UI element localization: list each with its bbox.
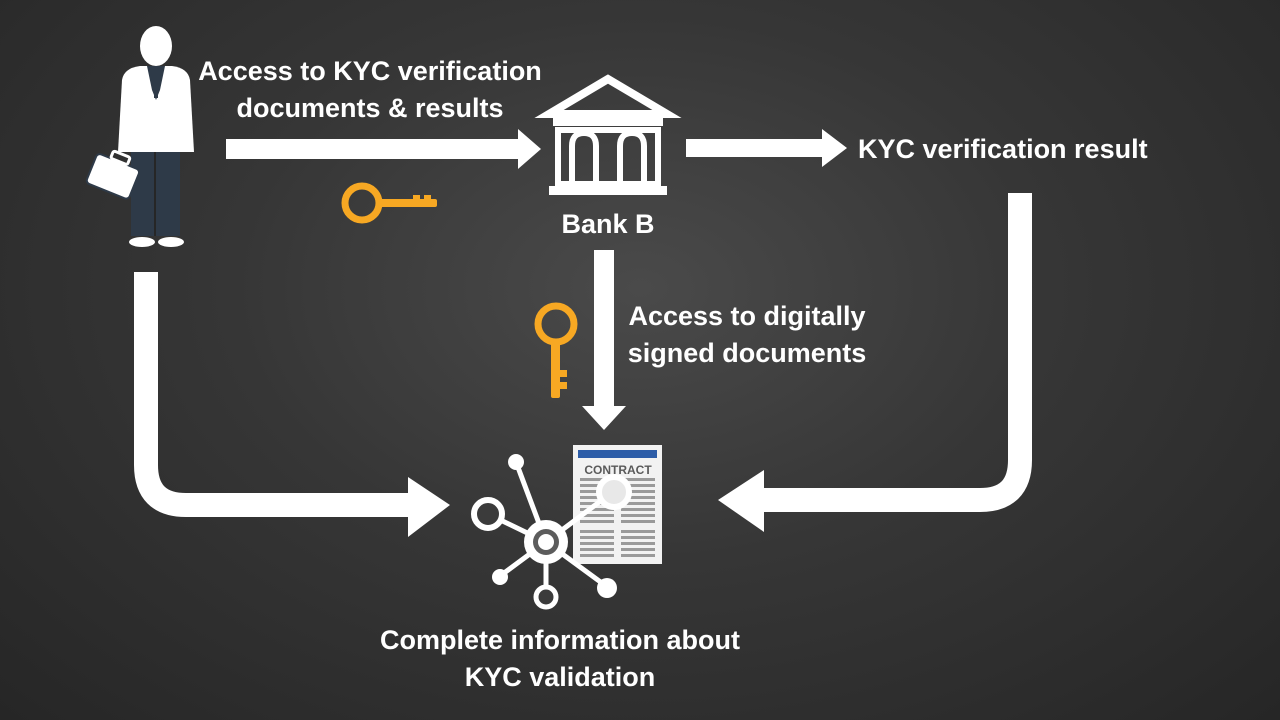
label-digital-docs-line1: Access to digitally (628, 301, 866, 331)
label-bank: Bank B (561, 209, 655, 239)
arrow-bank-to-hub (582, 250, 626, 430)
arrow-result-to-hub (718, 193, 1032, 532)
label-access-kyc-line1: Access to KYC verification (198, 56, 542, 86)
label-digital-docs: Access to digitally signed documents (612, 298, 882, 372)
label-complete-info: Complete information about KYC validatio… (350, 622, 770, 696)
label-complete-info-line1: Complete information about (380, 625, 740, 655)
arrow-bank-to-result (686, 129, 847, 167)
label-digital-docs-line2: signed documents (627, 338, 867, 368)
arrow-person-to-bank (226, 129, 541, 169)
label-complete-info-line2: KYC validation (464, 662, 656, 692)
label-access-kyc-line2: documents & results (236, 93, 504, 123)
label-access-kyc: Access to KYC verification documents & r… (190, 53, 550, 127)
label-kyc-result: KYC verification result (858, 134, 1148, 164)
contract-title: CONTRACT (584, 463, 652, 477)
arrow-person-to-hub (134, 272, 450, 537)
